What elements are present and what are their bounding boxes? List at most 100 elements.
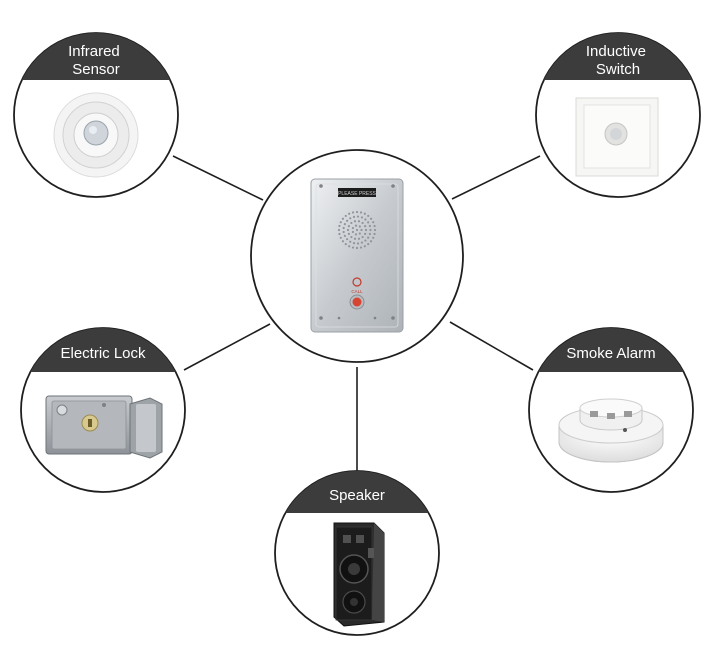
device-label: Infrared Sensor [68,43,124,78]
connector-lock [183,323,271,371]
grille-hole [347,225,350,228]
device-electric-lock: Electric Lock [20,327,186,493]
speaker-grille [337,210,377,250]
grille-hole [372,221,375,224]
grille-hole [361,235,364,239]
grille-hole [349,217,352,220]
grille-hole [373,224,376,228]
grille-hole [341,240,345,243]
speaker-icon [333,522,385,627]
grille-hole [364,239,367,242]
device-label-line: Inductive [586,43,646,60]
grille-hole [344,214,347,218]
grille-hole [356,215,360,218]
intercom-panel-icon: PLEASE PRESS CALL [310,178,404,333]
device-smoke-alarm: Smoke Alarm [528,327,694,493]
grille-hole [355,228,359,232]
grille-hole [360,216,364,219]
grille-hole [338,224,341,228]
grille-hole [348,212,351,215]
grille-hole [344,242,347,246]
connector-infrared [172,155,264,201]
infrared-sensor-icon [53,92,139,178]
grille-hole [358,232,361,235]
grille-hole [360,228,363,232]
call-label: CALL [351,289,363,294]
grille-hole [364,232,367,235]
grille-hole [337,228,341,232]
device-label-line: Switch [596,61,640,78]
grille-hole [342,226,345,230]
grille-hole [351,211,355,214]
grille-hole [351,246,355,249]
grille-hole [338,232,341,236]
device-label-line: Electric Lock [60,345,146,362]
grille-hole [350,221,353,225]
call-icon [352,277,362,287]
grille-hole [354,233,358,236]
grille-hole [364,218,367,221]
grille-hole [364,225,367,228]
grille-hole [342,230,345,234]
grille-hole [343,223,346,226]
grille-hole [347,232,350,235]
grille-hole [354,224,358,227]
grille-hole [359,211,363,214]
device-label-line: Sensor [72,61,120,78]
grille-hole [341,217,345,220]
grille-hole [343,234,346,237]
grille-hole [351,226,355,230]
grille-hole [373,228,377,232]
grille-hole [368,232,371,236]
device-label-line: Smoke Alarm [566,345,655,362]
grille-hole [363,245,366,248]
grille-hole [363,212,366,215]
grille-hole [369,240,373,243]
grille-hole [369,228,372,232]
grille-hole [358,225,361,228]
grille-hole [372,236,375,239]
grille-hole [368,224,371,228]
device-label: Inductive Switch [586,43,650,78]
smoke-alarm-icon [558,398,664,463]
grille-hole [367,221,370,224]
grille-hole [355,210,359,214]
grille-hole [352,242,356,245]
device-label-line: Speaker [329,487,385,504]
grille-hole [351,230,355,234]
device-label: Electric Lock [60,345,146,362]
device-label: Smoke Alarm [566,345,655,362]
connector-inductive [451,155,541,200]
grille-hole [369,217,373,220]
grille-hole [367,236,370,239]
center-node: PLEASE PRESS CALL [250,149,464,363]
intercom-display-text: PLEASE PRESS [338,191,376,197]
grille-hole [355,246,359,250]
grille-hole [346,219,349,222]
grille-hole [349,240,352,243]
grille-hole [357,237,361,240]
inductive-switch-icon [575,97,659,177]
connector-smoke [449,321,534,371]
grille-hole [348,245,351,248]
electric-lock-icon [45,395,163,459]
grille-hole [356,242,360,245]
grille-hole [353,237,357,240]
grille-hole [346,238,349,241]
grille-hole [360,241,364,244]
connector-lines [172,155,541,471]
device-label: Speaker [329,487,385,504]
grille-hole [364,228,368,232]
grille-hole [361,221,364,225]
grille-hole [350,235,353,239]
grille-hole [373,232,376,236]
grille-hole [367,214,370,218]
grille-hole [353,220,357,223]
device-speaker: Speaker [274,470,440,636]
device-label-line: Infrared [68,43,120,60]
grille-hole [346,228,350,232]
grille-hole [367,242,370,246]
grille-hole [352,215,356,218]
grille-hole [357,220,361,223]
